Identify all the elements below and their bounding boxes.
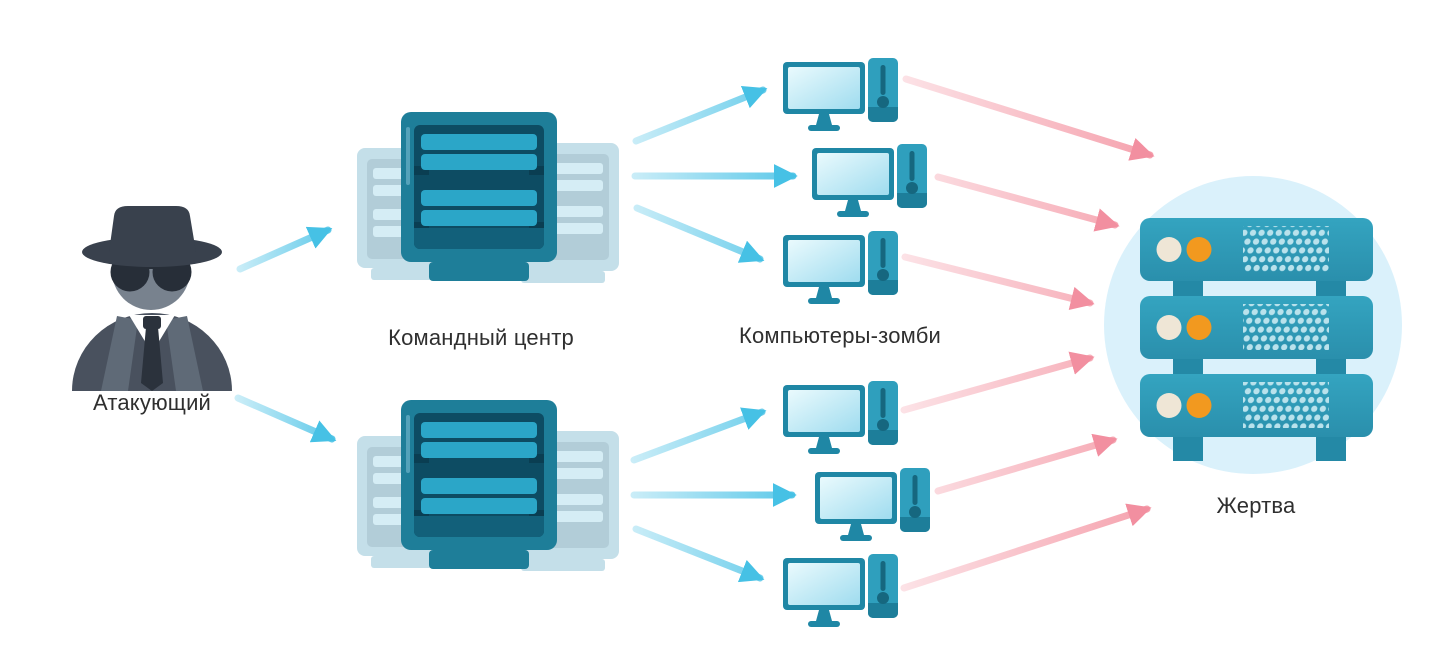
victim-server-icon — [1104, 176, 1402, 474]
zombie-computer-icon-6 — [783, 554, 898, 627]
zombie-computer-icon-4 — [783, 381, 898, 454]
attacker-spy-icon — [72, 206, 232, 391]
command-center-bottom-icon — [357, 400, 619, 571]
zombie-computer-icon-3 — [783, 231, 898, 304]
zombie-computer-icon-5 — [815, 468, 930, 541]
control-arrows-command — [630, 86, 798, 583]
attacker-label: Атакующий — [92, 390, 212, 415]
zombies-label: Компьютеры-зомби — [738, 323, 942, 348]
zombie-computer-icon-2 — [812, 144, 927, 217]
control-arrows-attacker — [234, 226, 337, 443]
command-center-top-icon — [357, 112, 619, 283]
zombie-computer-icon-1 — [783, 58, 898, 131]
command-center-label: Командный центр — [388, 325, 574, 350]
victim-label: Жертва — [1216, 493, 1296, 518]
attack-arrows — [900, 75, 1155, 592]
